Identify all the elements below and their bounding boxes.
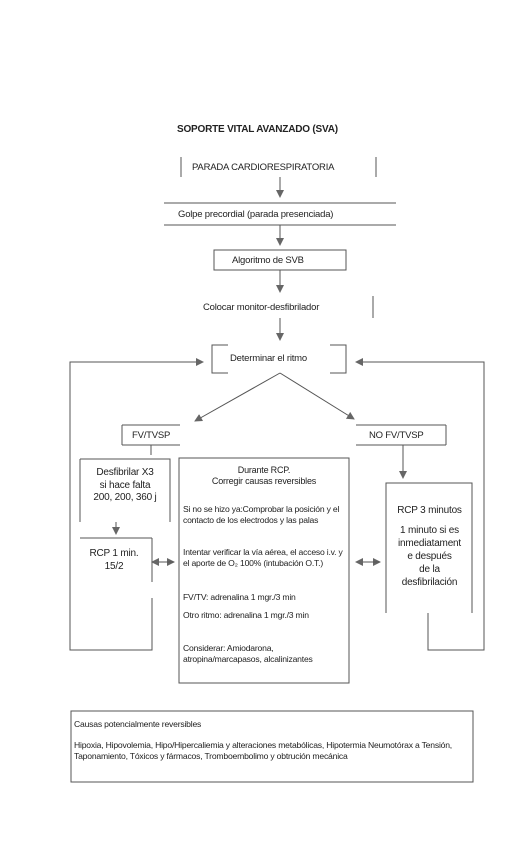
node-golpe: Golpe precordial (parada presenciada) [178, 209, 334, 220]
footer-heading: Causas potencialmente reversibles [74, 719, 202, 729]
footer-text: Hipoxia, Hipovolemia, Hipo/Hipercaliemia… [74, 740, 452, 761]
rcp3-line: e después [407, 551, 452, 562]
desfib-line: Desfibrilar X3 [96, 467, 154, 478]
rcp3-box [385, 482, 473, 613]
node-parada: PARADA CARDIORESPIRATORIA [192, 162, 335, 173]
diagram-title: SOPORTE VITAL AVANZADO (SVA) [177, 124, 338, 135]
rcp1-line: 15/2 [104, 561, 124, 572]
center-p1: Si no se hizo ya:Comprobar la posición y… [183, 504, 340, 525]
center-p5: Considerar: Amiodarona, atropina/marcapa… [183, 643, 313, 664]
desfib-line: 200, 200, 360 j [93, 492, 157, 503]
rcp1-line: RCP 1 min. [89, 548, 139, 559]
footer-box [70, 710, 474, 783]
node-fv: FV/TVSP [132, 430, 171, 441]
center-box [178, 457, 350, 684]
right-loop [355, 358, 485, 651]
center-p2: Intentar verificar la vía aérea, el acce… [183, 547, 343, 568]
ritmo-box [211, 344, 228, 374]
node-svb: Algoritmo de SVB [232, 255, 304, 266]
node-ritmo: Determinar el ritmo [230, 353, 307, 364]
center-p4: Otro ritmo: adrenalina 1 mgr./3 min [183, 610, 309, 620]
rcp3-line: RCP 3 minutos [397, 505, 462, 516]
rcp3-line: de la [419, 564, 440, 575]
rcp3-line: inmediatament [398, 538, 461, 549]
node-desfib: Desfibrilar X3 si hace falta 200, 200, 3… [80, 467, 170, 505]
desfib-box [80, 458, 171, 522]
rcp3-line: desfibrilación [401, 577, 458, 588]
desfib-line: si hace falta [99, 479, 151, 491]
center-heading-line: Durante RCP. [237, 465, 291, 475]
center-p3: FV/TV: adrenalina 1 mgr./3 min [183, 592, 296, 602]
node-nofv: NO FV/TVSP [369, 430, 424, 441]
rcp3-line: 1 minuto si es [400, 525, 459, 536]
left-loop [69, 358, 204, 651]
node-rcp1: RCP 1 min. 15/2 [76, 547, 152, 573]
center-heading: Durante RCP. Corregir causas reversibles [180, 465, 348, 487]
center-heading-line: Corregir causas reversibles [211, 476, 317, 486]
node-rcp3: RCP 3 minutos 1 minuto si es inmediatame… [387, 504, 472, 589]
node-monitor: Colocar monitor-desfibrilador [203, 302, 320, 313]
